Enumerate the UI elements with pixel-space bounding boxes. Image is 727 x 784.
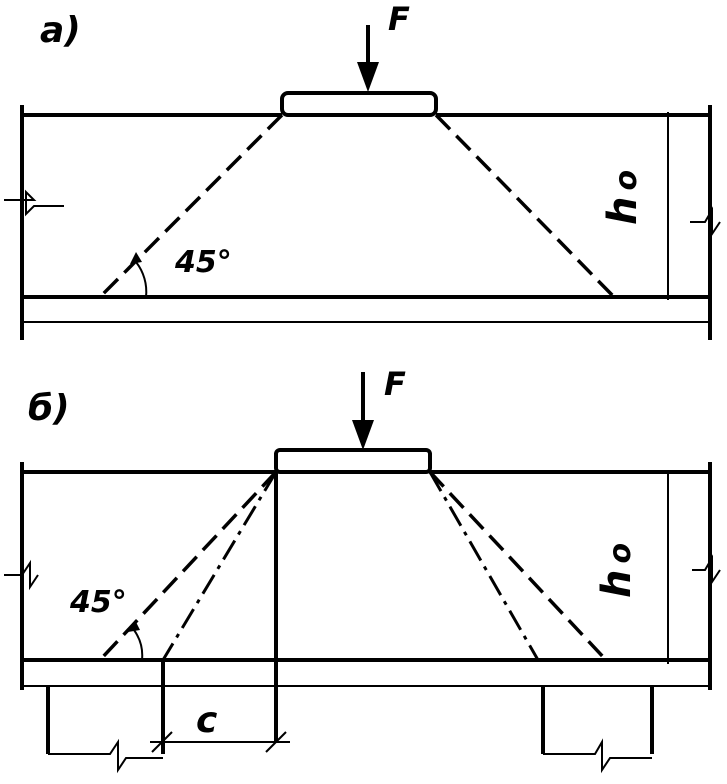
break-mark-right-b: [692, 554, 721, 586]
break-mark-left-a: [4, 189, 64, 217]
angle-arrow-a: [130, 252, 142, 264]
force-label-b: F: [384, 365, 406, 403]
height-label-b: ho: [594, 543, 640, 598]
angle-arc-a: [135, 261, 148, 298]
loading-plate-b: [274, 448, 432, 474]
height-label-a: ho: [600, 170, 646, 225]
offset-label-c: c: [196, 700, 217, 741]
angle-arrow-b: [128, 620, 140, 632]
figure-a-label: а): [40, 10, 81, 51]
figure-a: а) F 45° ho: [4, 0, 721, 340]
pyramid-line-right-b: [428, 470, 608, 662]
force-label-a: F: [388, 0, 410, 38]
pyramid-steep-line-left-b: [161, 471, 278, 661]
angle-label-a: 45°: [174, 245, 232, 280]
pyramid-line-left-a: [98, 113, 284, 299]
dimension-tick-c-left: [151, 731, 173, 753]
pyramid-steep-line-right-b: [428, 471, 540, 661]
break-mark-left-b: [4, 559, 39, 591]
force-arrow-head-a: [357, 62, 379, 92]
support-left-break-b: [48, 738, 163, 774]
figure-b: б) F 45° ho: [4, 365, 721, 774]
force-arrow-head-b: [352, 420, 374, 450]
angle-arc-b: [133, 629, 144, 661]
figure-b-label: б): [28, 388, 70, 429]
support-right-break-b: [543, 738, 652, 774]
pyramid-line-left-b: [98, 470, 278, 662]
break-mark-right-a: [690, 206, 721, 238]
loading-plate-a: [280, 91, 438, 117]
pyramid-line-right-a: [434, 113, 616, 299]
angle-label-b: 45°: [69, 585, 127, 620]
dimension-tick-c-right: [265, 731, 287, 753]
